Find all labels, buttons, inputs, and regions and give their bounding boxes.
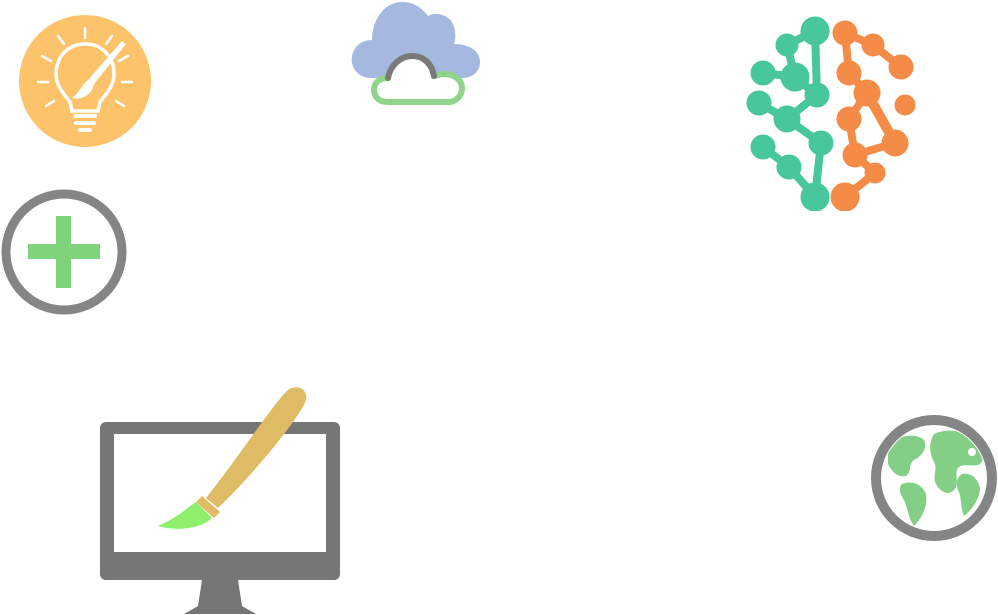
globe-icon <box>868 414 998 544</box>
cloud-icon <box>350 0 482 110</box>
brain-network-icon <box>745 15 917 211</box>
add-circle-icon <box>0 188 130 318</box>
monitor-paintbrush-icon <box>98 384 342 615</box>
lightbulb-paintbrush-icon <box>18 14 152 148</box>
